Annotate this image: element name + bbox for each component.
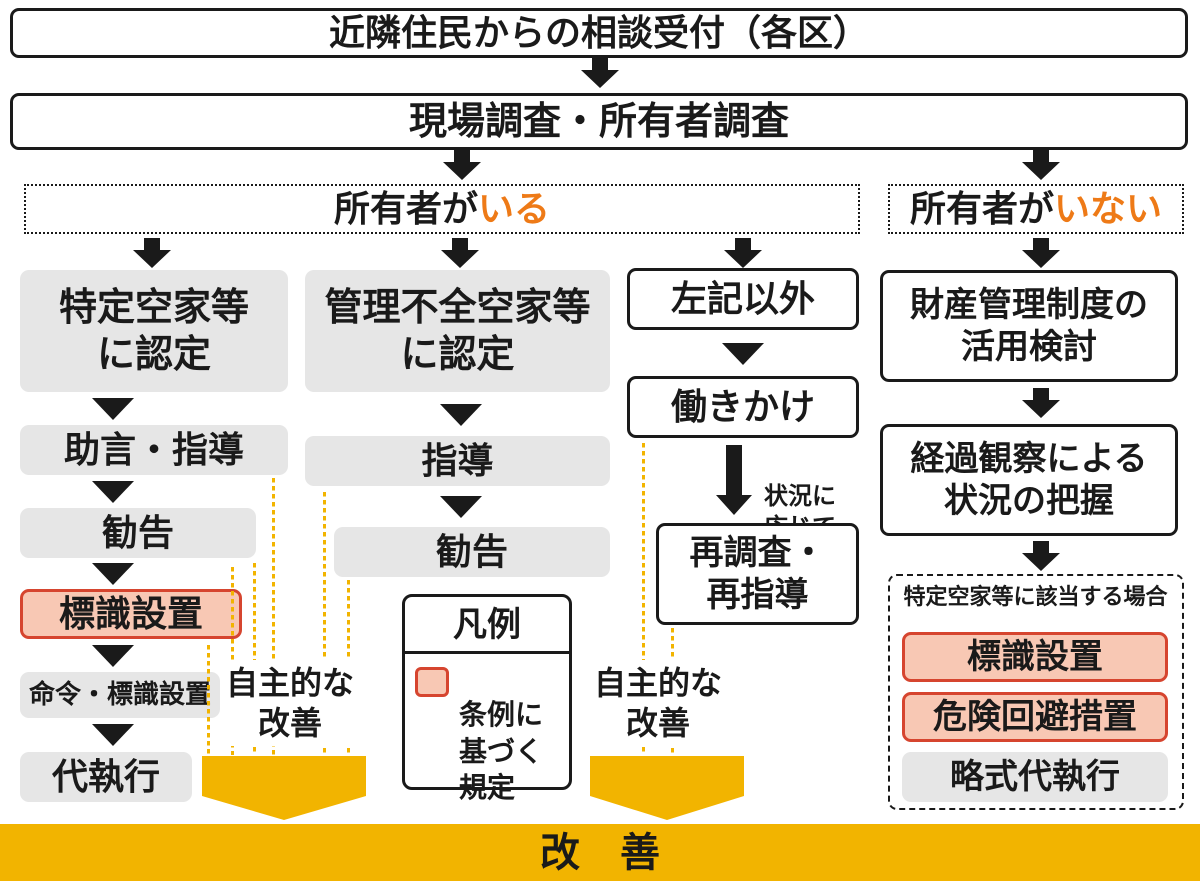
survey-box: 現場調査・所有者調査 [10,93,1188,150]
arrow-down-icon [133,238,171,268]
absent-group-title: 特定空家等に該当する場合 [890,578,1181,618]
triangle-down-icon [722,343,764,365]
voluntary-label-1: 自主的な 改善 [220,660,360,746]
gold-arrow-icon [590,756,744,820]
col2-guidance-box: 指導 [305,436,610,486]
absent-sign-text: 標識設置 [967,636,1103,677]
intake-text: 近隣住民からの相談受付（各区） [328,12,869,54]
col2-recommend-box: 勧告 [334,527,610,577]
col1-designation-box: 特定空家等 に認定 [20,270,288,392]
triangle-down-icon [92,563,134,585]
legend-title-text: 凡例 [453,604,521,645]
col3-reinvestigate-text: 再調査・ 再指導 [689,532,826,616]
col1-advice-text: 助言・指導 [63,429,244,471]
voluntary-label-2: 自主的な 改善 [588,660,728,746]
owner-absent-header: 所有者がいない [888,184,1184,234]
triangle-down-icon [440,496,482,518]
dotted-line [272,478,275,755]
legend-swatch [415,667,449,697]
arrow-down-icon [443,150,481,180]
arrow-down-icon [716,445,752,515]
col2-recommend-text: 勧告 [435,531,508,573]
col1-order-box: 命令・標識設置 [20,672,220,718]
arrow-down-icon [1022,388,1060,418]
owner-present-prefix: 所有者が [333,188,478,230]
arrow-down-icon [1022,150,1060,180]
improvement-bar: 改 善 [0,824,1200,881]
absent-execution-text: 略式代執行 [950,756,1120,797]
owner-present-header: 所有者がいる [24,184,860,234]
triangle-down-icon [92,645,134,667]
owner-absent-highlight: いない [1054,188,1163,230]
absent-observe-box: 経過観察による 状況の把握 [880,424,1178,536]
legend-box: 凡例 条例に 基づく 規定 [402,594,572,804]
arrow-down-icon [581,58,619,88]
absent-hazard-box: 危険回避措置 [902,692,1168,742]
col1-sign-text: 標識設置 [58,593,203,635]
col1-order-text: 命令・標識設置 [28,679,211,710]
absent-observe-text: 経過観察による 状況の把握 [910,438,1148,522]
gold-arrow-icon [202,756,366,820]
col3-other-text: 左記以外 [670,278,815,320]
absent-property-box: 財産管理制度の 活用検討 [880,270,1178,382]
absent-property-text: 財産管理制度の 活用検討 [910,284,1148,368]
arrow-down-icon [724,238,762,268]
voluntary-label-2-text: 自主的な 改善 [593,664,722,742]
absent-sign-box: 標識設置 [902,632,1168,682]
absent-group-title-text: 特定空家等に該当する場合 [903,585,1168,611]
col1-sign-box: 標識設置 [20,589,242,639]
col3-approach-text: 働きかけ [670,386,815,428]
owner-absent-prefix: 所有者が [909,188,1054,230]
dotted-line [642,443,645,755]
legend-title: 凡例 [405,603,569,647]
legend-divider [405,651,569,654]
triangle-down-icon [92,398,134,420]
col1-execution-text: 代執行 [51,756,160,798]
col1-execution-box: 代執行 [20,752,192,802]
dotted-line [323,492,326,755]
col1-recommend-box: 勧告 [20,508,256,558]
dotted-line [207,645,210,755]
col2-designation-box: 管理不全空家等 に認定 [305,270,610,392]
triangle-down-icon [440,404,482,426]
col1-recommend-text: 勧告 [101,512,174,554]
col2-designation-text: 管理不全空家等 に認定 [324,284,591,377]
triangle-down-icon [92,481,134,503]
legend-item-text: 条例に 基づく 規定 [459,698,544,805]
absent-hazard-text: 危険回避措置 [933,696,1137,737]
triangle-down-icon [92,724,134,746]
improvement-text: 改 善 [540,829,660,876]
absent-execution-box: 略式代執行 [902,752,1168,802]
col3-reinvestigate-box: 再調査・ 再指導 [656,523,859,625]
col3-approach-box: 働きかけ [627,376,859,438]
col2-guidance-text: 指導 [421,440,494,482]
legend-item: 条例に 基づく 規定 [459,661,571,807]
survey-text: 現場調査・所有者調査 [408,98,789,143]
owner-present-highlight: いる [478,188,551,230]
intake-box: 近隣住民からの相談受付（各区） [10,8,1188,58]
absent-group: 特定空家等に該当する場合 標識設置 危険回避措置 略式代執行 [888,574,1184,810]
dotted-line [253,563,256,755]
arrow-down-icon [1022,238,1060,268]
arrow-down-icon [1022,541,1060,571]
voluntary-label-1-text: 自主的な 改善 [225,664,354,742]
col1-advice-box: 助言・指導 [20,425,288,475]
col1-designation-text: 特定空家等 に認定 [58,284,249,377]
arrow-down-icon [441,238,479,268]
col3-other-box: 左記以外 [627,268,859,330]
